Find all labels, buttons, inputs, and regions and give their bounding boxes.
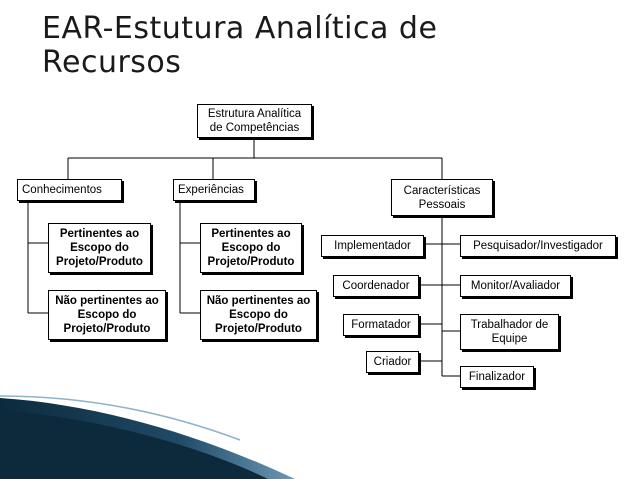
category-conhecimentos: Conhecimentos <box>17 179 122 201</box>
conhecimentos-item-pertinentes: Pertinentes ao Escopo do Projeto/Produto <box>48 223 151 273</box>
category-experiencias: Experiências <box>173 179 255 201</box>
experiencias-item-pertinentes: Pertinentes ao Escopo do Projeto/Produto <box>200 223 302 273</box>
trait-coordenador: Coordenador <box>333 275 419 297</box>
slide-title: EAR-Estutura Analítica de Recursos <box>42 12 602 80</box>
trait-formatador: Formatador <box>343 314 419 336</box>
trait-criador: Criador <box>366 351 419 373</box>
root-node: Estrutura Analítica de Competências <box>197 104 312 138</box>
experiencias-item-nao-pertinentes: Não pertinentes ao Escopo do Projeto/Pro… <box>200 290 317 340</box>
slide-title-line-2: Recursos <box>42 45 182 80</box>
trait-finalizador: Finalizador <box>460 366 534 388</box>
trait-monitor-avaliador: Monitor/Avaliador <box>460 275 571 297</box>
trait-implementador: Implementador <box>321 235 424 257</box>
conhecimentos-item-nao-pertinentes: Não pertinentes ao Escopo do Projeto/Pro… <box>48 290 166 340</box>
slide-title-line-1: EAR-Estutura Analítica de <box>42 11 438 46</box>
trait-trabalhador-de-equipe: Trabalhador de Equipe <box>460 314 559 350</box>
trait-pesquisador-investigador: Pesquisador/Investigador <box>460 235 616 257</box>
category-caracteristicas-pessoais: Características Pessoais <box>391 179 493 216</box>
